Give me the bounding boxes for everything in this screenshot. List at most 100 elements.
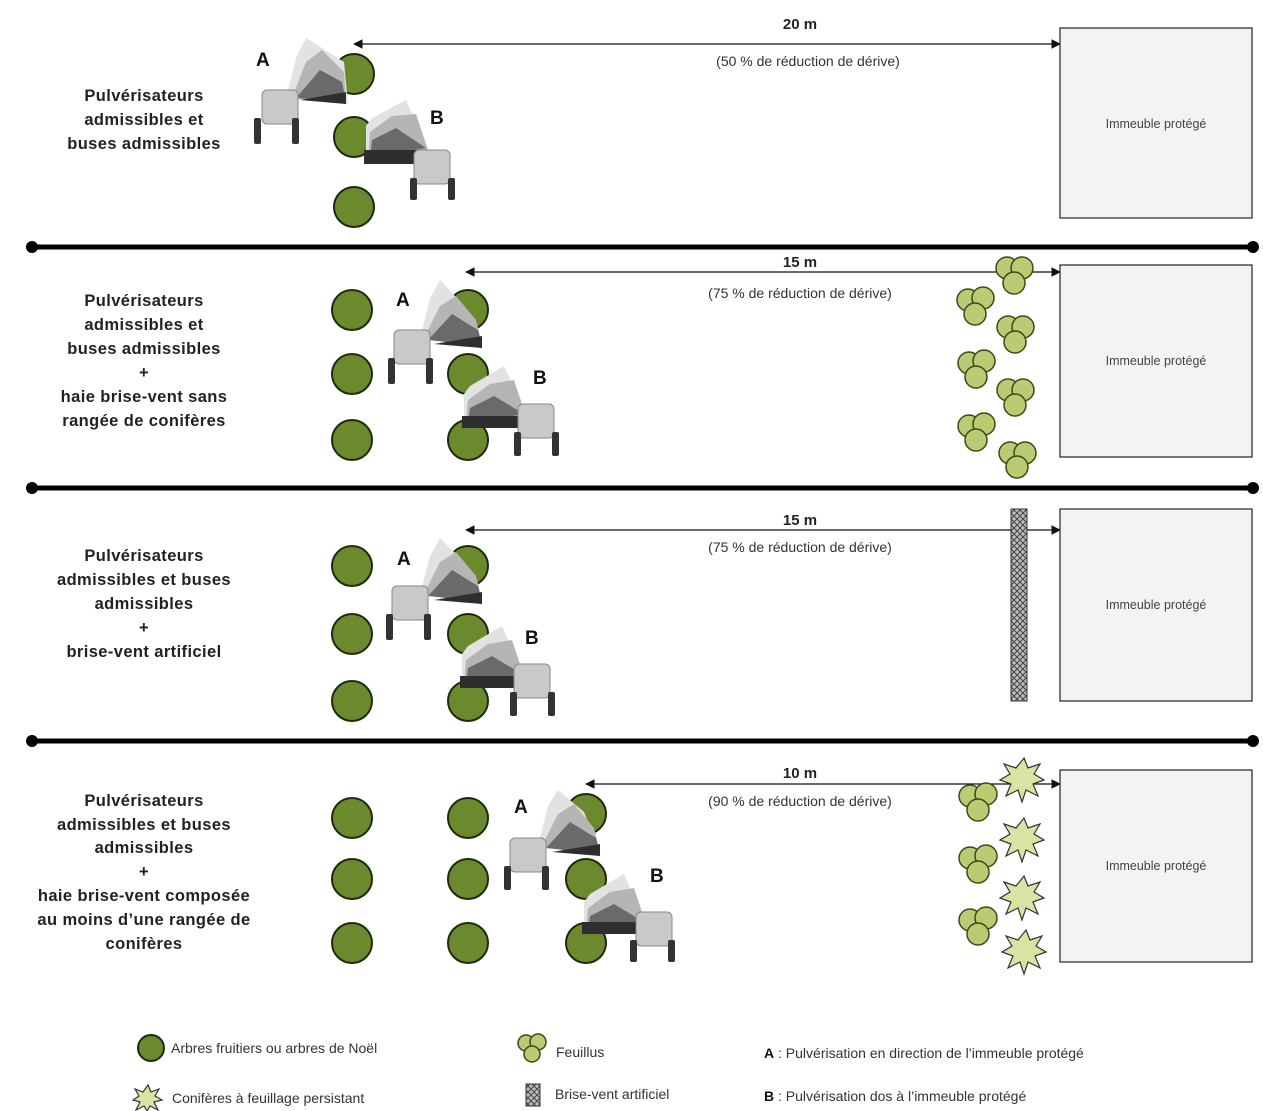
reduction-label: (75 % de réduction de dérive) bbox=[708, 285, 892, 301]
reduction-label: (75 % de réduction de dérive) bbox=[708, 539, 892, 555]
conifer-icon bbox=[1000, 928, 1048, 976]
deciduous-hedge bbox=[958, 782, 998, 946]
marker-b: B bbox=[533, 368, 547, 389]
legend-item-conifers: Conifères à feuillage persistant bbox=[131, 1083, 364, 1111]
deciduous-icon bbox=[958, 906, 998, 946]
building-label: Immeuble protégé bbox=[1106, 117, 1207, 131]
artificial-windbreak bbox=[1010, 508, 1028, 702]
panel-label-line: buses admissibles bbox=[67, 340, 221, 358]
deciduous-icon bbox=[958, 782, 998, 822]
tree-icon bbox=[447, 922, 489, 964]
tree-icon bbox=[137, 1034, 165, 1062]
deciduous-icon bbox=[958, 844, 998, 884]
conifer-icon bbox=[131, 1083, 164, 1111]
conifer-icon bbox=[998, 874, 1046, 922]
legend: Arbres fruitiers ou arbres de Noël Conif… bbox=[131, 1033, 1084, 1111]
tree-icon bbox=[447, 797, 489, 839]
panel-label-line: Pulvérisateurs bbox=[84, 547, 203, 565]
legend-item-b: B : Pulvérisation dos à l’immeuble proté… bbox=[764, 1088, 1026, 1104]
panel-4: Pulvérisateurs admissibles et buses admi… bbox=[37, 756, 1253, 976]
panel-1: Pulvérisateurs admissibles et buses admi… bbox=[67, 16, 1253, 228]
marker-a: A bbox=[397, 549, 411, 570]
panel-label-line: au moins d’une rangée de bbox=[37, 911, 250, 929]
legend-key-a: A bbox=[764, 1045, 774, 1061]
tree-row bbox=[331, 289, 373, 461]
panel-label-line: + bbox=[139, 619, 149, 637]
panel-label-line: admissibles et bbox=[84, 111, 203, 129]
sprayer-b-icon bbox=[364, 100, 455, 200]
legend-key-b: B bbox=[764, 1088, 774, 1104]
tree-icon bbox=[331, 419, 373, 461]
building-label: Immeuble protégé bbox=[1106, 598, 1207, 612]
panel-label-line: admissibles bbox=[95, 839, 194, 857]
marker-a: A bbox=[256, 50, 270, 71]
tree-icon bbox=[331, 797, 373, 839]
deciduous-icon bbox=[956, 286, 995, 326]
protected-building bbox=[1059, 264, 1253, 458]
sprayer-b-icon bbox=[582, 874, 675, 962]
panel-label-line: admissibles et bbox=[84, 316, 203, 334]
sprayer-b-icon bbox=[460, 626, 555, 716]
panel-2: Pulvérisateurs admissibles et buses admi… bbox=[61, 254, 1253, 479]
deciduous-hedge bbox=[956, 256, 1037, 479]
divider bbox=[26, 735, 1259, 747]
panel-label-line: + bbox=[139, 364, 149, 382]
panel-label-line: haie brise-vent composée bbox=[38, 887, 250, 905]
tree-icon bbox=[331, 922, 373, 964]
panel-3: Pulvérisateurs admissibles et buses admi… bbox=[57, 508, 1253, 722]
legend-label: : Pulvérisation dos à l’immeuble protégé bbox=[774, 1088, 1026, 1104]
panel-label-line: conifères bbox=[106, 935, 183, 953]
tree-icon bbox=[331, 289, 373, 331]
reduction-label: (50 % de réduction de dérive) bbox=[716, 53, 900, 69]
panel-label-line: buses admissibles bbox=[67, 135, 221, 153]
tree-icon bbox=[331, 613, 373, 655]
tree-icon bbox=[447, 858, 489, 900]
sprayer-b-icon bbox=[462, 366, 559, 456]
divider bbox=[26, 482, 1259, 494]
tree-icon bbox=[333, 186, 375, 228]
deciduous-icon bbox=[995, 256, 1034, 295]
building-label: Immeuble protégé bbox=[1106, 859, 1207, 873]
tree-icon bbox=[331, 545, 373, 587]
building-label: Immeuble protégé bbox=[1106, 354, 1207, 368]
conifer-icon bbox=[998, 816, 1046, 864]
panel-label-line: brise-vent artificiel bbox=[66, 643, 221, 661]
svg-text:A : Pulvérisation en direction: A : Pulvérisation en direction de l’imme… bbox=[764, 1045, 1084, 1061]
protected-building bbox=[1059, 508, 1253, 702]
marker-a: A bbox=[514, 797, 528, 818]
tree-icon bbox=[331, 858, 373, 900]
panel-label-line: admissibles bbox=[95, 595, 194, 613]
distance-label: 10 m bbox=[783, 765, 817, 782]
legend-item-trees: Arbres fruitiers ou arbres de Noël bbox=[137, 1034, 377, 1062]
panel-label-line: rangée de conifères bbox=[62, 412, 226, 430]
panel-label-line: admissibles et buses bbox=[57, 816, 231, 834]
legend-item-deciduous: Feuillus bbox=[517, 1033, 604, 1063]
protected-building bbox=[1059, 27, 1253, 219]
protected-building bbox=[1059, 769, 1253, 963]
tree-row bbox=[447, 797, 489, 964]
panel-label-line: + bbox=[139, 863, 149, 881]
sprayer-a-icon bbox=[504, 790, 600, 890]
conifer-icon bbox=[998, 756, 1046, 804]
sprayer-a-icon bbox=[254, 38, 348, 144]
deciduous-icon bbox=[996, 378, 1035, 417]
panel-label-line: admissibles et buses bbox=[57, 571, 231, 589]
reduction-label: (90 % de réduction de dérive) bbox=[708, 793, 892, 809]
divider bbox=[26, 241, 1259, 253]
marker-b: B bbox=[525, 628, 539, 649]
distance-label: 20 m bbox=[783, 16, 817, 33]
conifer-hedge bbox=[998, 756, 1048, 976]
tree-row bbox=[331, 797, 373, 964]
marker-b: B bbox=[430, 108, 444, 129]
distance-label: 15 m bbox=[783, 512, 817, 529]
legend-label: Arbres fruitiers ou arbres de Noël bbox=[171, 1040, 377, 1056]
deciduous-icon bbox=[998, 441, 1037, 479]
panel-label-line: Pulvérisateurs bbox=[84, 792, 203, 810]
legend-label: Feuillus bbox=[556, 1044, 604, 1060]
tree-icon bbox=[565, 858, 607, 900]
legend-label: Brise-vent artificiel bbox=[555, 1086, 669, 1102]
legend-item-artificial: Brise-vent artificiel bbox=[525, 1083, 669, 1107]
panel-label-line: haie brise-vent sans bbox=[61, 388, 228, 406]
sprayer-a-icon bbox=[386, 538, 482, 640]
